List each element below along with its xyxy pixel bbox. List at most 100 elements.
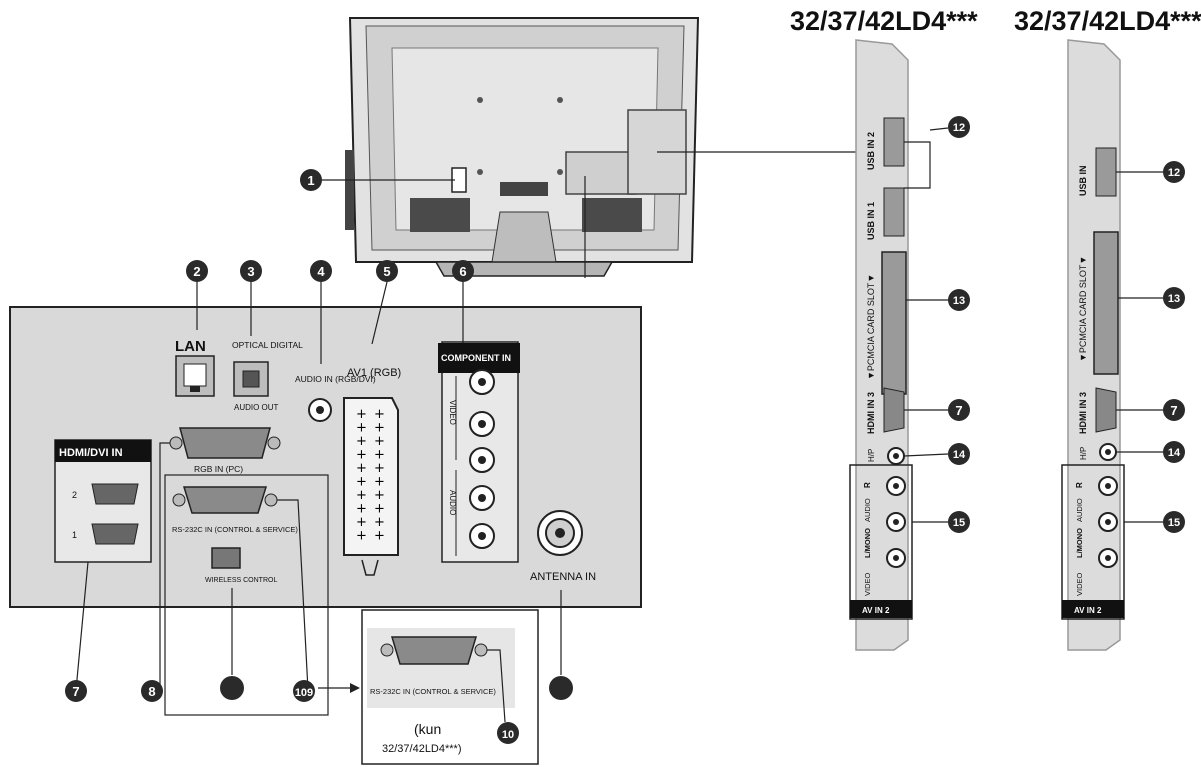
svg-text:5: 5 — [383, 264, 390, 279]
scart-pin: + — [356, 502, 367, 517]
callout-4: 4 — [310, 260, 332, 282]
wireless-control-port — [211, 547, 241, 569]
component-video-label: VIDEO — [448, 400, 457, 425]
svg-text:109: 109 — [295, 687, 313, 699]
scart-av1-port: ++++++++++++++++++++ — [343, 397, 399, 576]
side-panel-b — [1061, 39, 1125, 651]
side-a-av-in2-label: AV IN 2 — [862, 606, 890, 615]
callout-1: 1 — [300, 169, 322, 191]
rs232c-port — [172, 486, 278, 514]
svg-text:14: 14 — [953, 449, 966, 461]
side-b-av-in2-label: AV IN 2 — [1074, 606, 1102, 615]
callout-15-a: 15 — [948, 511, 970, 533]
side-b-hp-label: H/P — [1079, 447, 1088, 460]
side-a-hdmi3-label: HDMI IN 3 — [866, 392, 876, 434]
callout-blank-antenna — [549, 676, 573, 700]
side-panel-a — [849, 39, 913, 651]
side-b-hdmi3-label: HDMI IN 3 — [1078, 392, 1088, 434]
callout-14-b: 14 — [1163, 441, 1185, 463]
svg-text:7: 7 — [72, 684, 79, 699]
side-a-video-label: VIDEO — [863, 572, 872, 596]
tv-rear-view — [345, 17, 700, 277]
side-b-audio-label: AUDIO — [1075, 498, 1084, 522]
side-a-audio-label: AUDIO — [863, 498, 872, 522]
scart-pin: + — [356, 515, 367, 530]
side-b-lmono-label: L/MONO — [1075, 528, 1084, 558]
rgb-in-label: RGB IN (PC) — [194, 464, 243, 474]
hdmi-dvi-in-block — [54, 439, 152, 563]
scart-pin: + — [356, 407, 367, 422]
rs232c-highlight-frame — [164, 474, 329, 716]
svg-text:6: 6 — [459, 264, 466, 279]
component-audio-label: AUDIO — [448, 490, 457, 515]
side-b-r-label: R — [1075, 482, 1084, 488]
scart-pin: + — [374, 407, 385, 422]
callout-3: 3 — [240, 260, 262, 282]
callout-blank-wireless — [220, 676, 244, 700]
inset-rs232c-label: RS-232C IN (CONTROL & SERVICE) — [370, 687, 496, 696]
scart-pin: + — [374, 475, 385, 490]
side-b-video-label: VIDEO — [1075, 572, 1084, 596]
inset-note-line2: 32/37/42LD4***) — [382, 743, 462, 755]
svg-text:10: 10 — [502, 729, 514, 741]
side-b-pcmcia-label: ▼PCMCIA CARD SLOT▼ — [1078, 256, 1088, 362]
side-a-pcmcia-label: ▼PCMCIA CARD SLOT▼ — [866, 274, 876, 380]
component-jack-pin — [478, 494, 486, 502]
callout-6: 6 — [452, 260, 474, 282]
audio-in-jack — [308, 398, 332, 422]
component-jack-pin — [478, 456, 486, 464]
svg-text:8: 8 — [148, 684, 155, 699]
callout-7-panel: 7 — [65, 680, 87, 702]
scart-pin: + — [374, 448, 385, 463]
callout-2: 2 — [186, 260, 208, 282]
component-in-block — [438, 341, 520, 563]
scart-pin: + — [356, 475, 367, 490]
scart-pin: + — [356, 448, 367, 463]
svg-text:7: 7 — [955, 403, 962, 418]
svg-text:12: 12 — [1168, 167, 1180, 179]
svg-text:12: 12 — [953, 122, 965, 134]
rs232c-label: RS-232C IN (CONTROL & SERVICE) — [172, 525, 298, 534]
side-a-r-label: R — [863, 482, 872, 488]
component-in-label: COMPONENT IN — [441, 353, 511, 363]
svg-text:13: 13 — [1168, 293, 1180, 305]
svg-text:14: 14 — [1168, 447, 1181, 459]
av1-label: AV1 (RGB) — [347, 367, 401, 379]
callout-13-b: 13 — [1163, 287, 1185, 309]
callout-8: 8 — [141, 680, 163, 702]
antenna-in-label: ANTENNA IN — [530, 571, 596, 583]
callout-15-b: 15 — [1163, 511, 1185, 533]
svg-text:15: 15 — [953, 517, 965, 529]
scart-pin: + — [374, 488, 385, 503]
svg-text:1: 1 — [307, 173, 314, 188]
scart-pin: + — [356, 434, 367, 449]
lan-port — [175, 355, 215, 397]
side-a-usb2-label: USB IN 2 — [866, 132, 876, 170]
lan-label: LAN — [175, 338, 206, 355]
inset-rs232c-port — [380, 636, 488, 665]
callout-5: 5 — [376, 260, 398, 282]
side-a-lmono-label: L/MONO — [863, 528, 872, 558]
callout-10: 10 — [497, 722, 519, 744]
scart-pin: + — [374, 502, 385, 517]
component-jack-pin — [478, 378, 486, 386]
callout-109: 109 — [293, 680, 315, 702]
scart-pin: + — [356, 488, 367, 503]
hdmi-dvi-in-label: HDMI/DVI IN — [59, 447, 123, 459]
optical-audio-out-port — [233, 361, 269, 397]
antenna-in-port — [537, 510, 583, 556]
scart-pin: + — [374, 434, 385, 449]
inset-note-line1: (kun — [414, 721, 441, 737]
svg-text:3: 3 — [247, 264, 254, 279]
side-a-usb1-label: USB IN 1 — [866, 202, 876, 240]
heading-model-b: 32/37/42LD4*** — [1014, 6, 1201, 36]
component-jack-pin — [478, 420, 486, 428]
svg-text:2: 2 — [193, 264, 200, 279]
scart-pin: + — [356, 461, 367, 476]
scart-pin: + — [356, 529, 367, 544]
side-b-usb-label: USB IN — [1078, 165, 1088, 196]
svg-text:4: 4 — [317, 264, 325, 279]
component-jack-pin — [478, 532, 486, 540]
scart-pin: + — [374, 529, 385, 544]
